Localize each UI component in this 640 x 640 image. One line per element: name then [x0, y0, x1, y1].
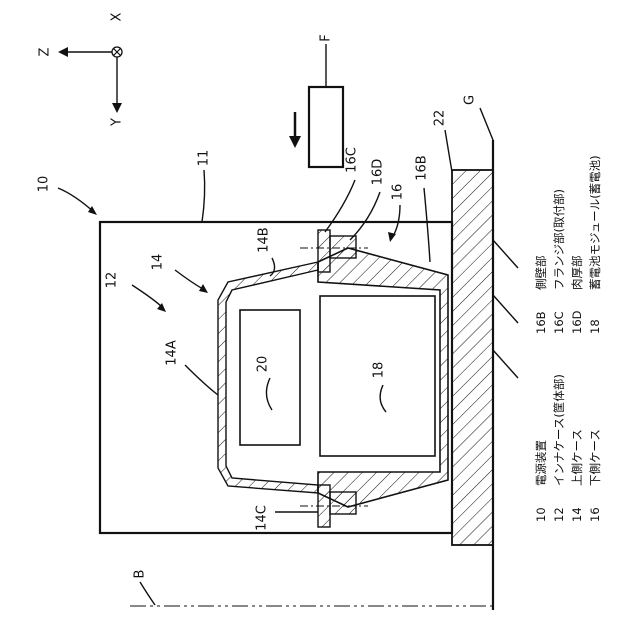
leader-12: [132, 285, 163, 308]
label-14: 14: [151, 254, 166, 271]
legend-name-16b: 側壁部: [534, 256, 548, 291]
label-14c: 14C: [255, 505, 270, 531]
legend-name-16d: 肉厚部: [570, 256, 584, 291]
legend-name-12: インナケース(筐体部): [552, 374, 566, 486]
mount-base-22: [452, 170, 493, 545]
legend-name-18: 蓄電池モジュール(蓄電池): [588, 155, 602, 290]
legend-code-12: 12: [552, 507, 566, 522]
label-12: 12: [105, 272, 120, 289]
legend-code-10: 10: [534, 507, 548, 522]
axis-y-label: Y: [110, 118, 125, 127]
legend-code-14: 14: [570, 507, 584, 522]
axis-z-label: Z: [38, 47, 53, 56]
label-22: 22: [433, 110, 448, 127]
leader-b: [140, 582, 155, 605]
label-11: 11: [197, 150, 212, 167]
legend-name-16c: フランジ部(取付部): [552, 189, 566, 290]
label-f: F: [319, 34, 334, 41]
label-g: G: [463, 95, 478, 105]
leader-11: [202, 170, 205, 222]
leader-16c: [325, 180, 355, 232]
legend-code-16d: 16D: [570, 310, 584, 334]
label-14a: 14A: [165, 340, 180, 366]
thick-part-lower: [330, 492, 356, 514]
leader-16d: [350, 192, 380, 240]
label-16d: 16D: [371, 159, 386, 186]
flange-16c: [318, 230, 330, 272]
y-arrowhead-icon: [112, 103, 122, 113]
legend-name-14: 上側ケース: [570, 429, 584, 486]
legend-code-18: 18: [588, 319, 602, 334]
label-14b: 14B: [257, 227, 272, 252]
force-block-f: [309, 87, 343, 167]
legend-name-10: 電源装置: [534, 440, 548, 486]
label-b: B: [133, 570, 148, 579]
axis-x-label: X: [110, 12, 125, 21]
label-18: 18: [372, 362, 387, 379]
leader-16b: [424, 188, 430, 262]
component-20: [240, 310, 300, 445]
leader-14a: [185, 365, 218, 395]
thick-part-16d: [330, 236, 356, 258]
leader-g: [480, 108, 493, 140]
label-20: 20: [256, 356, 271, 373]
legend-code-16: 16: [588, 507, 602, 522]
force-arrow-icon: [289, 136, 301, 148]
ground-marks: [493, 240, 518, 378]
label-10: 10: [37, 176, 52, 193]
label-16: 16: [391, 184, 406, 201]
z-arrowhead-icon: [58, 47, 68, 57]
leader-10: [58, 188, 95, 213]
leader-22: [445, 130, 452, 172]
axes-symbol: X Z Y: [38, 12, 125, 127]
legend-code-16c: 16C: [552, 311, 566, 334]
label-16c: 16C: [345, 147, 360, 173]
leader-14: [175, 270, 205, 290]
legend: 10 電源装置 12 インナケース(筐体部) 14 上側ケース 16 下側ケース…: [534, 155, 602, 522]
legend-code-16b: 16B: [534, 311, 548, 334]
label-16b: 16B: [415, 155, 430, 180]
legend-name-16: 下側ケース: [588, 429, 602, 486]
